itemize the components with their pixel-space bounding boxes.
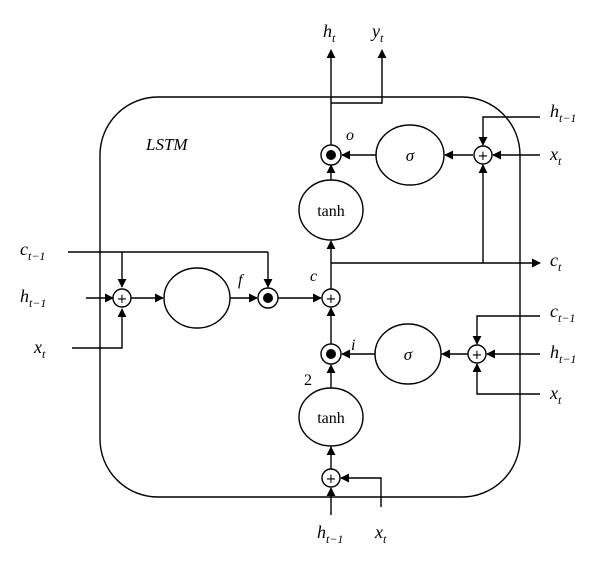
input-gate-h-prev-label: ht−1	[550, 342, 576, 366]
bottom-h-prev-label: ht−1	[317, 522, 343, 546]
tanh-candidate-node	[298, 387, 364, 447]
forget-mult-dot	[263, 293, 273, 303]
input-sum-node	[467, 344, 487, 364]
input-mult-dot	[326, 349, 336, 359]
input-gate-label: i	[351, 337, 355, 354]
output-sigma-label: σ	[406, 146, 415, 165]
y-out-arrow	[331, 49, 387, 104]
input-gate-x-label: xt	[549, 383, 562, 407]
h-prev-to-output-sum-arrow	[478, 116, 540, 146]
bottom-x-label: xt	[374, 522, 387, 546]
cell-sum-plus: +	[326, 292, 337, 307]
input-x-label: xt	[33, 337, 46, 361]
x-to-candidate-sum-arrow	[340, 473, 382, 507]
tanh-candidate-label: tanh	[317, 410, 345, 427]
candidate-sum-plus: +	[326, 472, 337, 487]
input-h-prev-label: ht−1	[20, 286, 46, 310]
input-c-prev-label: ct−1	[20, 239, 45, 263]
input-sigma-node	[374, 323, 442, 385]
x-to-input-sum-arrow	[472, 363, 540, 395]
forget-gate-node	[163, 267, 231, 329]
lstm-block	[99, 96, 521, 498]
input-gate-c-prev-label: ct−1	[550, 301, 575, 325]
forget-gate-label: f	[238, 272, 245, 289]
output-gate-h-prev-label: ht−1	[550, 101, 576, 125]
tanh-output-label: tanh	[317, 203, 345, 220]
output-sum-node	[473, 145, 493, 165]
output-h-label: ht	[323, 21, 336, 45]
candidate-sum-node	[321, 468, 341, 488]
output-mult-dot	[326, 150, 336, 160]
output-sigma-node	[375, 124, 445, 186]
cell-label: c	[310, 268, 317, 285]
input-sigma-label: σ	[404, 345, 413, 364]
output-y-label: yt	[370, 21, 384, 45]
x-to-sum-arrow	[72, 308, 127, 349]
output-gate-label: o	[346, 127, 354, 144]
output-sum-plus: +	[478, 149, 489, 164]
output-gate-x-label: xt	[549, 144, 562, 168]
forget-sum-plus: +	[117, 292, 128, 307]
cell-out-label: ct	[550, 250, 562, 274]
c-prev-to-input-sum-arrow	[472, 315, 540, 345]
input-sum-plus: +	[472, 348, 483, 363]
lstm-title: LSTM	[145, 135, 188, 154]
label-two: 2	[304, 372, 312, 389]
